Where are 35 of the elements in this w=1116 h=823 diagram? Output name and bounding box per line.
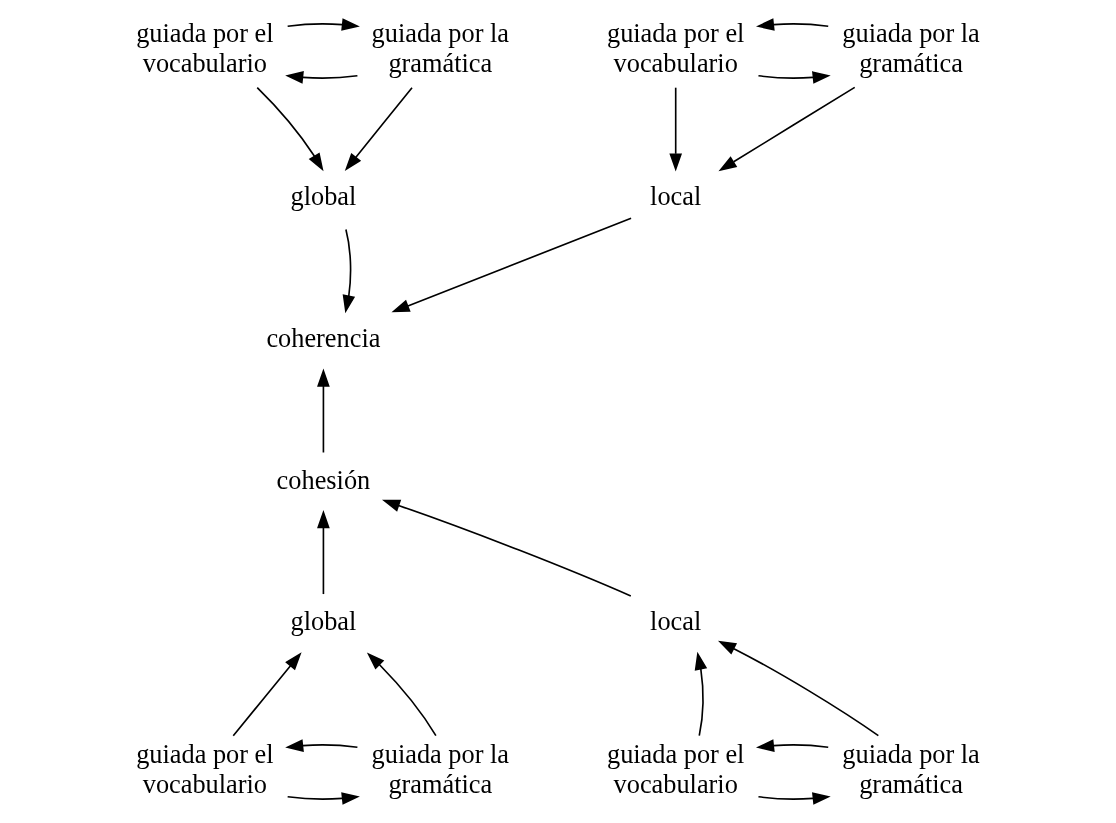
node-text: guiada por el vocabulario (606, 19, 745, 79)
node-text: cohesión (276, 465, 371, 495)
arrow (669, 86, 683, 172)
arrow (256, 86, 324, 172)
arrow (757, 792, 831, 805)
arrow (718, 86, 856, 172)
arrow (344, 86, 413, 171)
node-text: guiada por la gramática (842, 740, 980, 800)
node-text: guiada por la gramática (842, 19, 980, 79)
node-text: guiada por la gramática (371, 19, 510, 79)
arrow (317, 368, 330, 454)
node-text: guiada por el vocabulario (136, 19, 274, 79)
node-text: global (290, 182, 357, 212)
arrow (317, 510, 330, 595)
arrow (286, 792, 360, 805)
node-text: guiada por el vocabulario (606, 740, 745, 800)
arrow (342, 228, 356, 314)
node-text: global (290, 607, 357, 637)
node-text: local (650, 182, 702, 212)
node-text: guiada por la gramática (371, 740, 510, 800)
arrow (717, 640, 880, 737)
node-text: guiada por el vocabulario (136, 740, 274, 800)
arrow (391, 217, 632, 313)
arrow (755, 18, 830, 31)
arrow (366, 652, 437, 737)
arrow (286, 18, 360, 31)
arrow (232, 652, 302, 737)
node-text: local (650, 607, 702, 637)
arrow (757, 71, 831, 84)
arrow (382, 499, 632, 597)
node-text: coherencia (266, 323, 381, 353)
arrow (285, 739, 359, 752)
arrow (755, 739, 830, 752)
arrow (694, 651, 708, 737)
arrow (285, 71, 359, 84)
